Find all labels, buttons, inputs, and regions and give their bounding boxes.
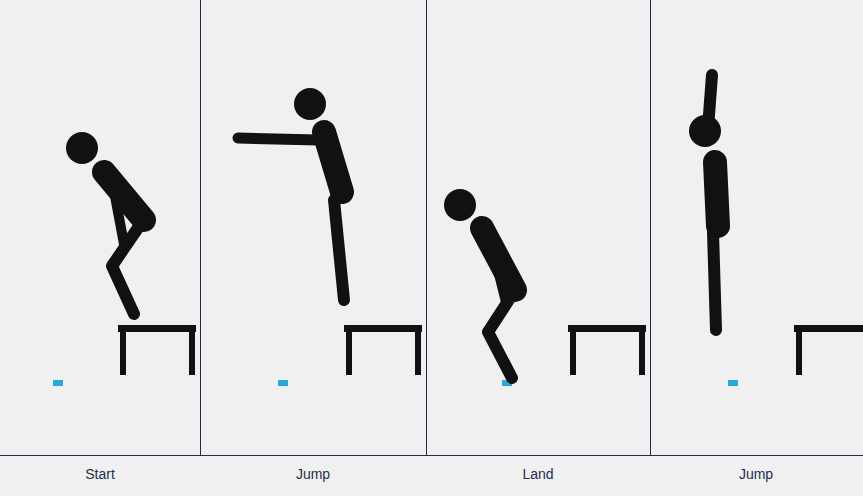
stick-figure	[444, 189, 515, 378]
figure-arm	[490, 238, 506, 302]
figure-torso	[715, 162, 718, 226]
box-leg	[346, 325, 352, 375]
figure-head	[294, 88, 326, 120]
figure-arm	[112, 180, 124, 244]
baseline-rule	[0, 455, 863, 456]
figures	[66, 75, 721, 378]
box-leg	[796, 325, 802, 375]
plyo-box	[794, 325, 863, 375]
step-label: Jump	[213, 466, 413, 482]
box-top	[794, 325, 863, 332]
stick-figure	[689, 75, 721, 330]
plyo-box	[344, 325, 422, 375]
figure-leg	[713, 232, 716, 330]
box-leg	[415, 325, 421, 375]
divider-line	[650, 0, 651, 456]
step-label: Start	[0, 466, 200, 482]
step-label: Jump	[656, 466, 856, 482]
figure-torso	[324, 132, 342, 192]
landing-mark	[728, 380, 738, 386]
box-top	[118, 325, 196, 332]
landing-mark	[278, 380, 288, 386]
figure-head	[689, 115, 721, 147]
stick-figure	[238, 88, 344, 300]
panel-dividers	[0, 0, 863, 456]
step-label: Land	[438, 466, 638, 482]
box-leg	[189, 325, 195, 375]
figure-leg	[334, 200, 344, 300]
landing-mark	[53, 380, 63, 386]
figure-head	[66, 132, 98, 164]
landing-marks	[53, 380, 738, 386]
box-top	[568, 325, 646, 332]
stick-figure	[66, 132, 144, 314]
plyo-box	[118, 325, 196, 375]
divider-line	[200, 0, 201, 456]
box-top	[344, 325, 422, 332]
box-leg	[120, 325, 126, 375]
figure-head	[444, 189, 476, 221]
box-leg	[639, 325, 645, 375]
plyo-box	[568, 325, 646, 375]
figure-arm	[238, 138, 318, 140]
figure-leg	[488, 292, 514, 378]
box-leg	[570, 325, 576, 375]
divider-line	[426, 0, 427, 456]
